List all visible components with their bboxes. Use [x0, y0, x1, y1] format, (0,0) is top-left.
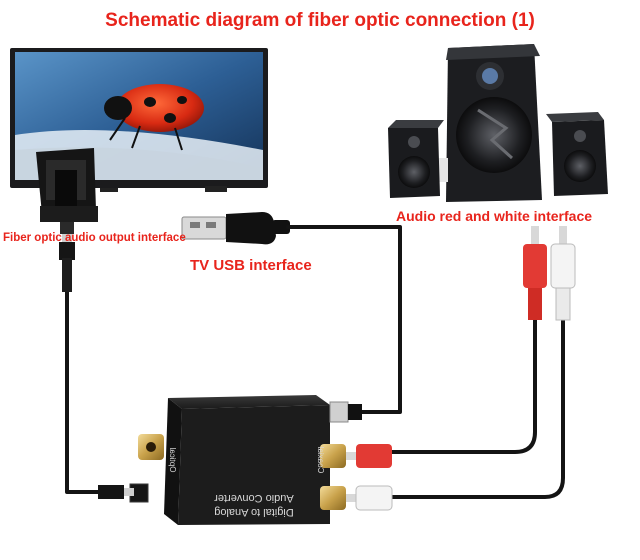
converter-label-line1: Audio Converter — [214, 492, 294, 504]
speaker-system — [388, 44, 608, 202]
ladybug-image — [104, 84, 204, 151]
usb-power-cable — [286, 225, 402, 414]
optical-output-port — [36, 148, 98, 234]
rca-cable-red — [388, 316, 537, 454]
diagram-title: Schematic diagram of fiber optic connect… — [105, 10, 535, 31]
subwoofer — [436, 44, 542, 202]
usb-plug — [181, 212, 290, 245]
tv-usb-label: TV USB interface — [190, 257, 312, 274]
cables — [65, 225, 565, 499]
rca-cable-white — [388, 316, 565, 499]
optical-plug-top — [59, 234, 75, 292]
audio-converter-box: Audio Converter Digital to Analog Optica… — [129, 395, 362, 525]
fiber-output-label: Fiber optic audio output interface — [3, 232, 186, 244]
right-satellite-speaker — [546, 112, 608, 196]
coaxial-port-label: Coaxial — [316, 446, 325, 473]
optical-port-label: Optical — [168, 447, 177, 472]
rca-plugs-converter-end — [346, 444, 393, 511]
audio-rca-label: Audio red and white interface — [396, 208, 593, 224]
optical-cable — [65, 248, 102, 494]
optical-plug-converter — [98, 485, 134, 499]
left-satellite-speaker — [388, 120, 444, 198]
converter-label-line2: Digital to Analog — [214, 506, 294, 518]
rca-plugs-speaker-end — [523, 226, 576, 321]
